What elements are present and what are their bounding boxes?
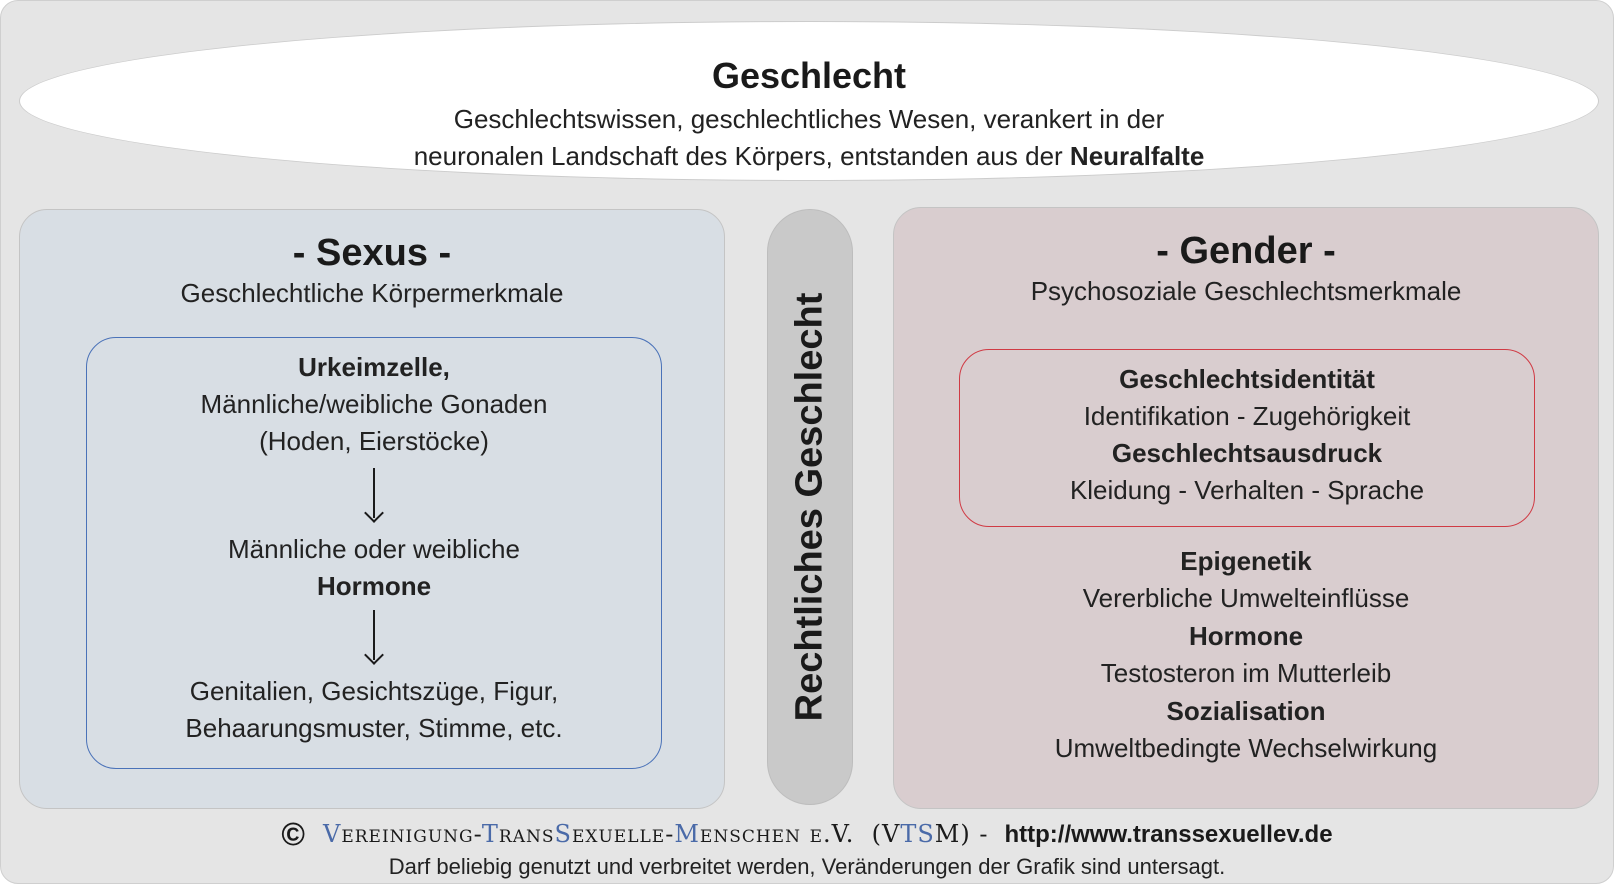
- organization-name-part: enschen e.V. (V: [699, 820, 901, 848]
- organization-name-part: V: [323, 820, 342, 848]
- sozialisation-label: Sozialisation: [1166, 696, 1326, 726]
- hormone-label: Hormone: [316, 571, 432, 601]
- gender-subtitle: Psychosoziale Geschlechtsmerkmale: [1030, 276, 1462, 306]
- neuralfalte-term: Neuralfalte: [1069, 141, 1205, 171]
- organization-name-part: S: [554, 820, 572, 848]
- hormone-factor-text: Testosteron im Mutterleib: [1100, 658, 1392, 688]
- usage-notice: Darf beliebig genutzt und verbreitet wer…: [388, 854, 1226, 879]
- sexus-subtitle: Geschlechtliche Körpermerkmale: [180, 278, 564, 308]
- sexus-detail-box: Urkeimzelle, Männliche/weibliche Gonaden…: [86, 337, 662, 769]
- organization-name-part: T: [481, 820, 499, 848]
- sexus-title: - Sexus -: [292, 232, 452, 274]
- rechtliches-geschlecht-label: Rechtliches Geschlecht: [788, 292, 831, 722]
- epigenetik-label: Epigenetik: [1180, 546, 1312, 576]
- gonaden-text: Männliche/weibliche Gonaden: [200, 389, 548, 419]
- geschlechtsausdruck-text: Kleidung - Verhalten - Sprache: [1069, 475, 1425, 505]
- gender-panel: - Gender - Psychosoziale Geschlechtsmerk…: [893, 207, 1599, 809]
- rechtliches-geschlecht-pill: Rechtliches Geschlecht: [767, 209, 853, 805]
- organization-name-part: rans: [498, 820, 555, 848]
- gender-identity-box: Geschlechtsidentität Identifikation - Zu…: [959, 349, 1535, 527]
- down-arrow-icon: [373, 610, 375, 660]
- geschlecht-title: Geschlecht: [711, 55, 907, 96]
- geschlecht-description-line1: Geschlechtswissen, geschlechtliches Wese…: [453, 104, 1165, 134]
- sozialisation-text: Umweltbedingte Wechselwirkung: [1054, 733, 1438, 763]
- footer-organization-line: © Vereinigung-TransSexuelle-Menschen e.V.…: [1, 816, 1613, 853]
- geschlechtsidentitaet-label: Geschlechtsidentität: [1119, 364, 1375, 394]
- geschlecht-description-line2-text: neuronalen Landschaft des Körpers, entst…: [413, 141, 1070, 171]
- koerpermerkmale-line1: Genitalien, Gesichtszüge, Figur,: [189, 676, 559, 706]
- gender-title: - Gender -: [1156, 230, 1336, 272]
- organization-name-part: exuelle-: [571, 820, 675, 848]
- hormone-factor-label: Hormone: [1188, 621, 1304, 651]
- organization-name-part: M) -: [934, 820, 989, 848]
- gonaden-detail-text: (Hoden, Eierstöcke): [259, 426, 489, 456]
- geschlecht-ellipse: Geschlecht Geschlechtswissen, geschlecht…: [19, 21, 1599, 181]
- sexus-panel: - Sexus - Geschlechtliche Körpermerkmale…: [19, 209, 725, 809]
- organization-name: Vereinigung-TransSexuelle-Menschen e.V. …: [323, 820, 988, 848]
- down-arrow-icon: [373, 468, 375, 518]
- geschlechtsidentitaet-text: Identifikation - Zugehörigkeit: [1083, 401, 1411, 431]
- organization-name-part: M: [674, 820, 700, 848]
- copyright-icon: ©: [281, 816, 305, 852]
- geschlecht-description-line2: neuronalen Landschaft des Körpers, entst…: [20, 141, 1598, 172]
- hormone-intro-text: Männliche oder weibliche: [228, 534, 520, 564]
- geschlechtsausdruck-label: Geschlechtsausdruck: [1111, 438, 1383, 468]
- koerpermerkmale-line2: Behaarungsmuster, Stimme, etc.: [185, 713, 563, 743]
- urkeimzelle-label: Urkeimzelle,: [298, 352, 450, 382]
- organization-name-part: ereinigung-: [341, 820, 482, 848]
- organization-url-link[interactable]: http://www.transsexuellev.de: [1004, 821, 1333, 848]
- epigenetik-text: Vererbliche Umwelteinflüsse: [1082, 583, 1410, 613]
- organization-name-part: TS: [900, 820, 935, 848]
